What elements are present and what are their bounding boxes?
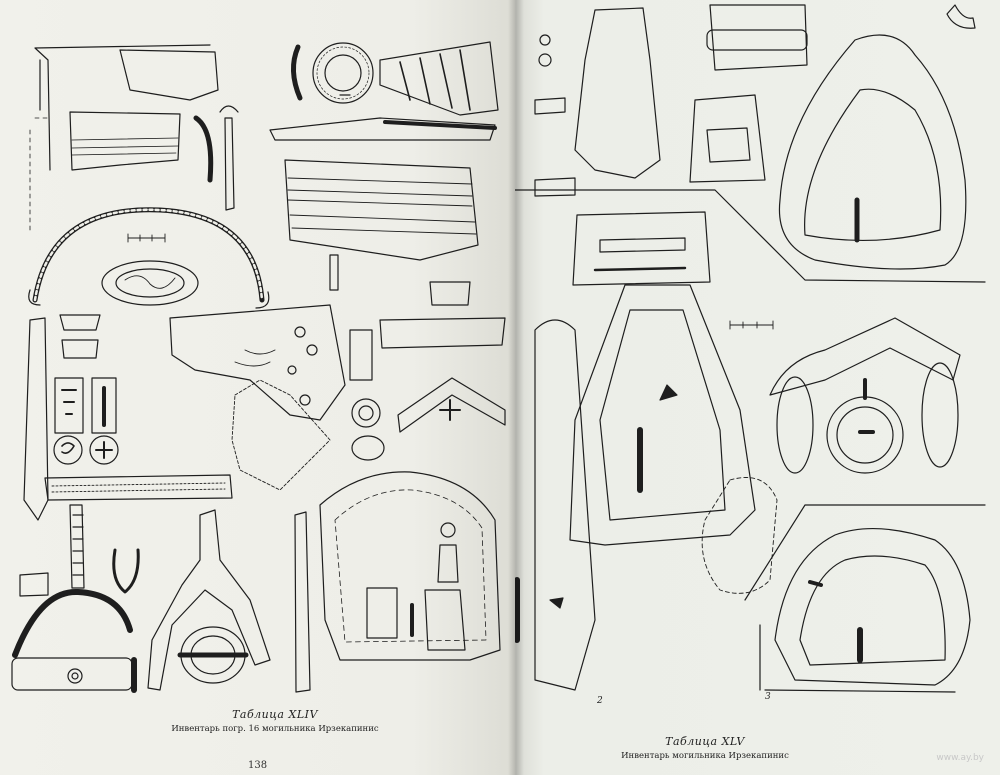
plate-title: Таблица XLIV: [232, 708, 318, 721]
right-page: 2 3 Таблица XLV Инвентарь могильника Ирз…: [515, 0, 1000, 775]
plate-xliv-drawings: [11, 41, 506, 693]
plate-subtitle: Инвентарь погр. 16 могильника Ирзекапини…: [171, 724, 379, 734]
left-page: Таблица XLIV Инвентарь погр. 16 могильни…: [0, 0, 515, 775]
figure-label-3: 3: [765, 692, 771, 702]
figure-label-2: 2: [597, 696, 603, 706]
plate-xlv-drawings: [515, 4, 986, 693]
page-number: 138: [248, 760, 268, 771]
plate-title: Таблица XLV: [665, 735, 745, 748]
plate-caption-xlv: Таблица XLV Инвентарь могильника Ирзекап…: [575, 735, 835, 761]
plate-caption-xliv: Таблица XLIV Инвентарь погр. 16 могильни…: [140, 708, 410, 734]
plate-subtitle: Инвентарь могильника Ирзекапинис: [621, 751, 789, 761]
book-gutter: [508, 0, 524, 775]
watermark: www.ay.by: [936, 753, 984, 763]
